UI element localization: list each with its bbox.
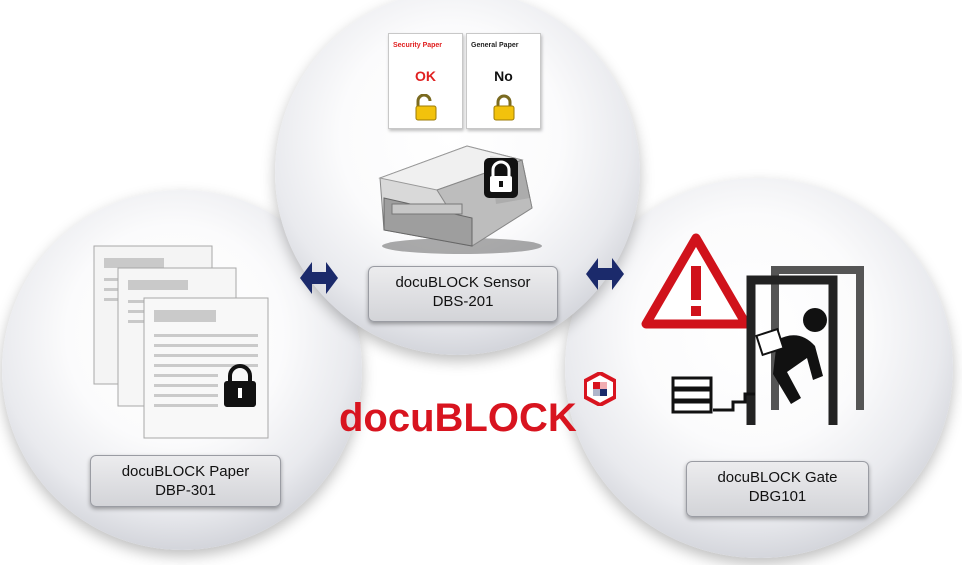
gate-title: docuBLOCK Gate [717, 469, 838, 486]
sensor-label: docuBLOCK Sensor DBS-201 [368, 266, 558, 322]
document-stack-icon [93, 245, 269, 439]
bidirectional-arrow-icon [300, 262, 338, 294]
padlock-closed-icon [224, 364, 256, 407]
paper-model: DBP-301 [155, 482, 216, 499]
brand-name: docuBLOCK [339, 396, 577, 440]
security-paper-header: Security Paper [393, 42, 443, 49]
security-paper-card: Security Paper OK [388, 33, 463, 129]
gate-label: docuBLOCK Gate DBG101 [686, 461, 869, 517]
warning-triangle-icon [641, 233, 751, 329]
docublock-logo-icon [584, 372, 616, 406]
bidirectional-arrow-icon [586, 258, 624, 290]
general-paper-card: General Paper No [466, 33, 541, 129]
gate-model: DBG101 [748, 488, 807, 505]
general-paper-header: General Paper [471, 42, 519, 49]
sensor-title: docuBLOCK Sensor [395, 274, 531, 291]
paper-label: docuBLOCK Paper DBP-301 [90, 455, 281, 507]
sensor-model: DBS-201 [432, 293, 494, 310]
security-gate-icon [671, 266, 864, 425]
padlock-closed-icon [493, 94, 515, 121]
padlock-open-icon [415, 94, 437, 121]
general-paper-status: No [494, 68, 513, 84]
paper-title: docuBLOCK Paper [121, 463, 250, 480]
security-paper-status: OK [415, 68, 436, 84]
printer-icon [378, 145, 542, 254]
